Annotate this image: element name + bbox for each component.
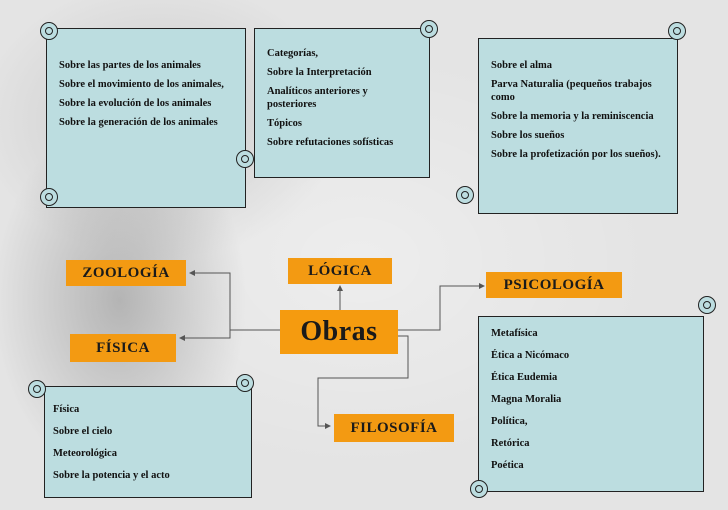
scroll-item: Sobre la profetización por los sueños). (491, 149, 661, 160)
scroll-item: Sobre el cielo (53, 426, 113, 437)
connector-filosofia (317, 335, 409, 429)
scroll-item: Sobre la memoria y la reminiscencia (491, 111, 654, 122)
scroll-item: Parva Naturalia (pequeños trabajos como (491, 79, 652, 103)
scroll-curl-icon (236, 374, 254, 392)
scroll-item: Ética a Nicómaco (491, 350, 570, 361)
scroll-item: Política, (491, 416, 528, 427)
scroll-curl-icon (28, 380, 46, 398)
scroll-item: Sobre la Interpretación (267, 67, 372, 78)
scroll-item: Sobre las partes de los animales (59, 60, 201, 71)
scroll-item: Sobre refutaciones sofísticas (267, 137, 394, 148)
scroll-curl-icon (456, 186, 474, 204)
scroll-item: Física (53, 404, 80, 415)
topic-zoologia[interactable]: ZOOLOGÍA (66, 260, 186, 286)
scroll-psicologia: Sobre el alma Parva Naturalia (pequeños … (478, 38, 678, 214)
topic-psicologia[interactable]: PSICOLOGÍA (486, 272, 622, 298)
scroll-item: Poética (491, 460, 524, 471)
center-node[interactable]: Obras (280, 310, 398, 354)
scroll-curl-icon (420, 20, 438, 38)
connector-fisica (179, 329, 280, 341)
scroll-item: Sobre el movimiento de los animales, (59, 79, 224, 90)
topic-fisica[interactable]: FÍSICA (70, 334, 176, 362)
scroll-filosofia: Metafísica Ética a Nicómaco Ética Eudemi… (478, 316, 704, 492)
scroll-curl-icon (40, 188, 58, 206)
connector-zoologia (189, 270, 280, 331)
scroll-item: Tópicos (267, 118, 303, 129)
topic-filosofia[interactable]: FILOSOFÍA (334, 414, 454, 442)
scroll-item: Meteorológica (53, 448, 117, 459)
scroll-item: Ética Eudemia (491, 372, 558, 383)
scroll-item: Analíticos anteriores y posteriores (267, 86, 368, 110)
scroll-logica: Categorías, Sobre la Interpretación Anal… (254, 28, 430, 178)
scroll-item: Sobre el alma (491, 60, 553, 71)
scroll-item: Sobre la evolución de los animales (59, 98, 212, 109)
scroll-item: Sobre los sueños (491, 130, 565, 141)
scroll-curl-icon (470, 480, 488, 498)
topic-logica[interactable]: LÓGICA (288, 258, 392, 284)
scroll-item: Sobre la generación de los animales (59, 117, 218, 128)
connector-psicologia (398, 283, 485, 331)
scroll-curl-icon (698, 296, 716, 314)
scroll-item: Metafísica (491, 328, 538, 339)
scroll-curl-icon (236, 150, 254, 168)
scroll-item: Magna Moralia (491, 394, 562, 405)
scroll-curl-icon (668, 22, 686, 40)
scroll-item: Retórica (491, 438, 530, 449)
scroll-zoologia: Sobre las partes de los animales Sobre e… (46, 28, 246, 208)
scroll-curl-icon (40, 22, 58, 40)
scroll-item: Categorías, (267, 48, 319, 59)
scroll-fisica: Física Sobre el cielo Meteorológica Sobr… (44, 386, 252, 498)
scroll-item: Sobre la potencia y el acto (53, 470, 170, 481)
